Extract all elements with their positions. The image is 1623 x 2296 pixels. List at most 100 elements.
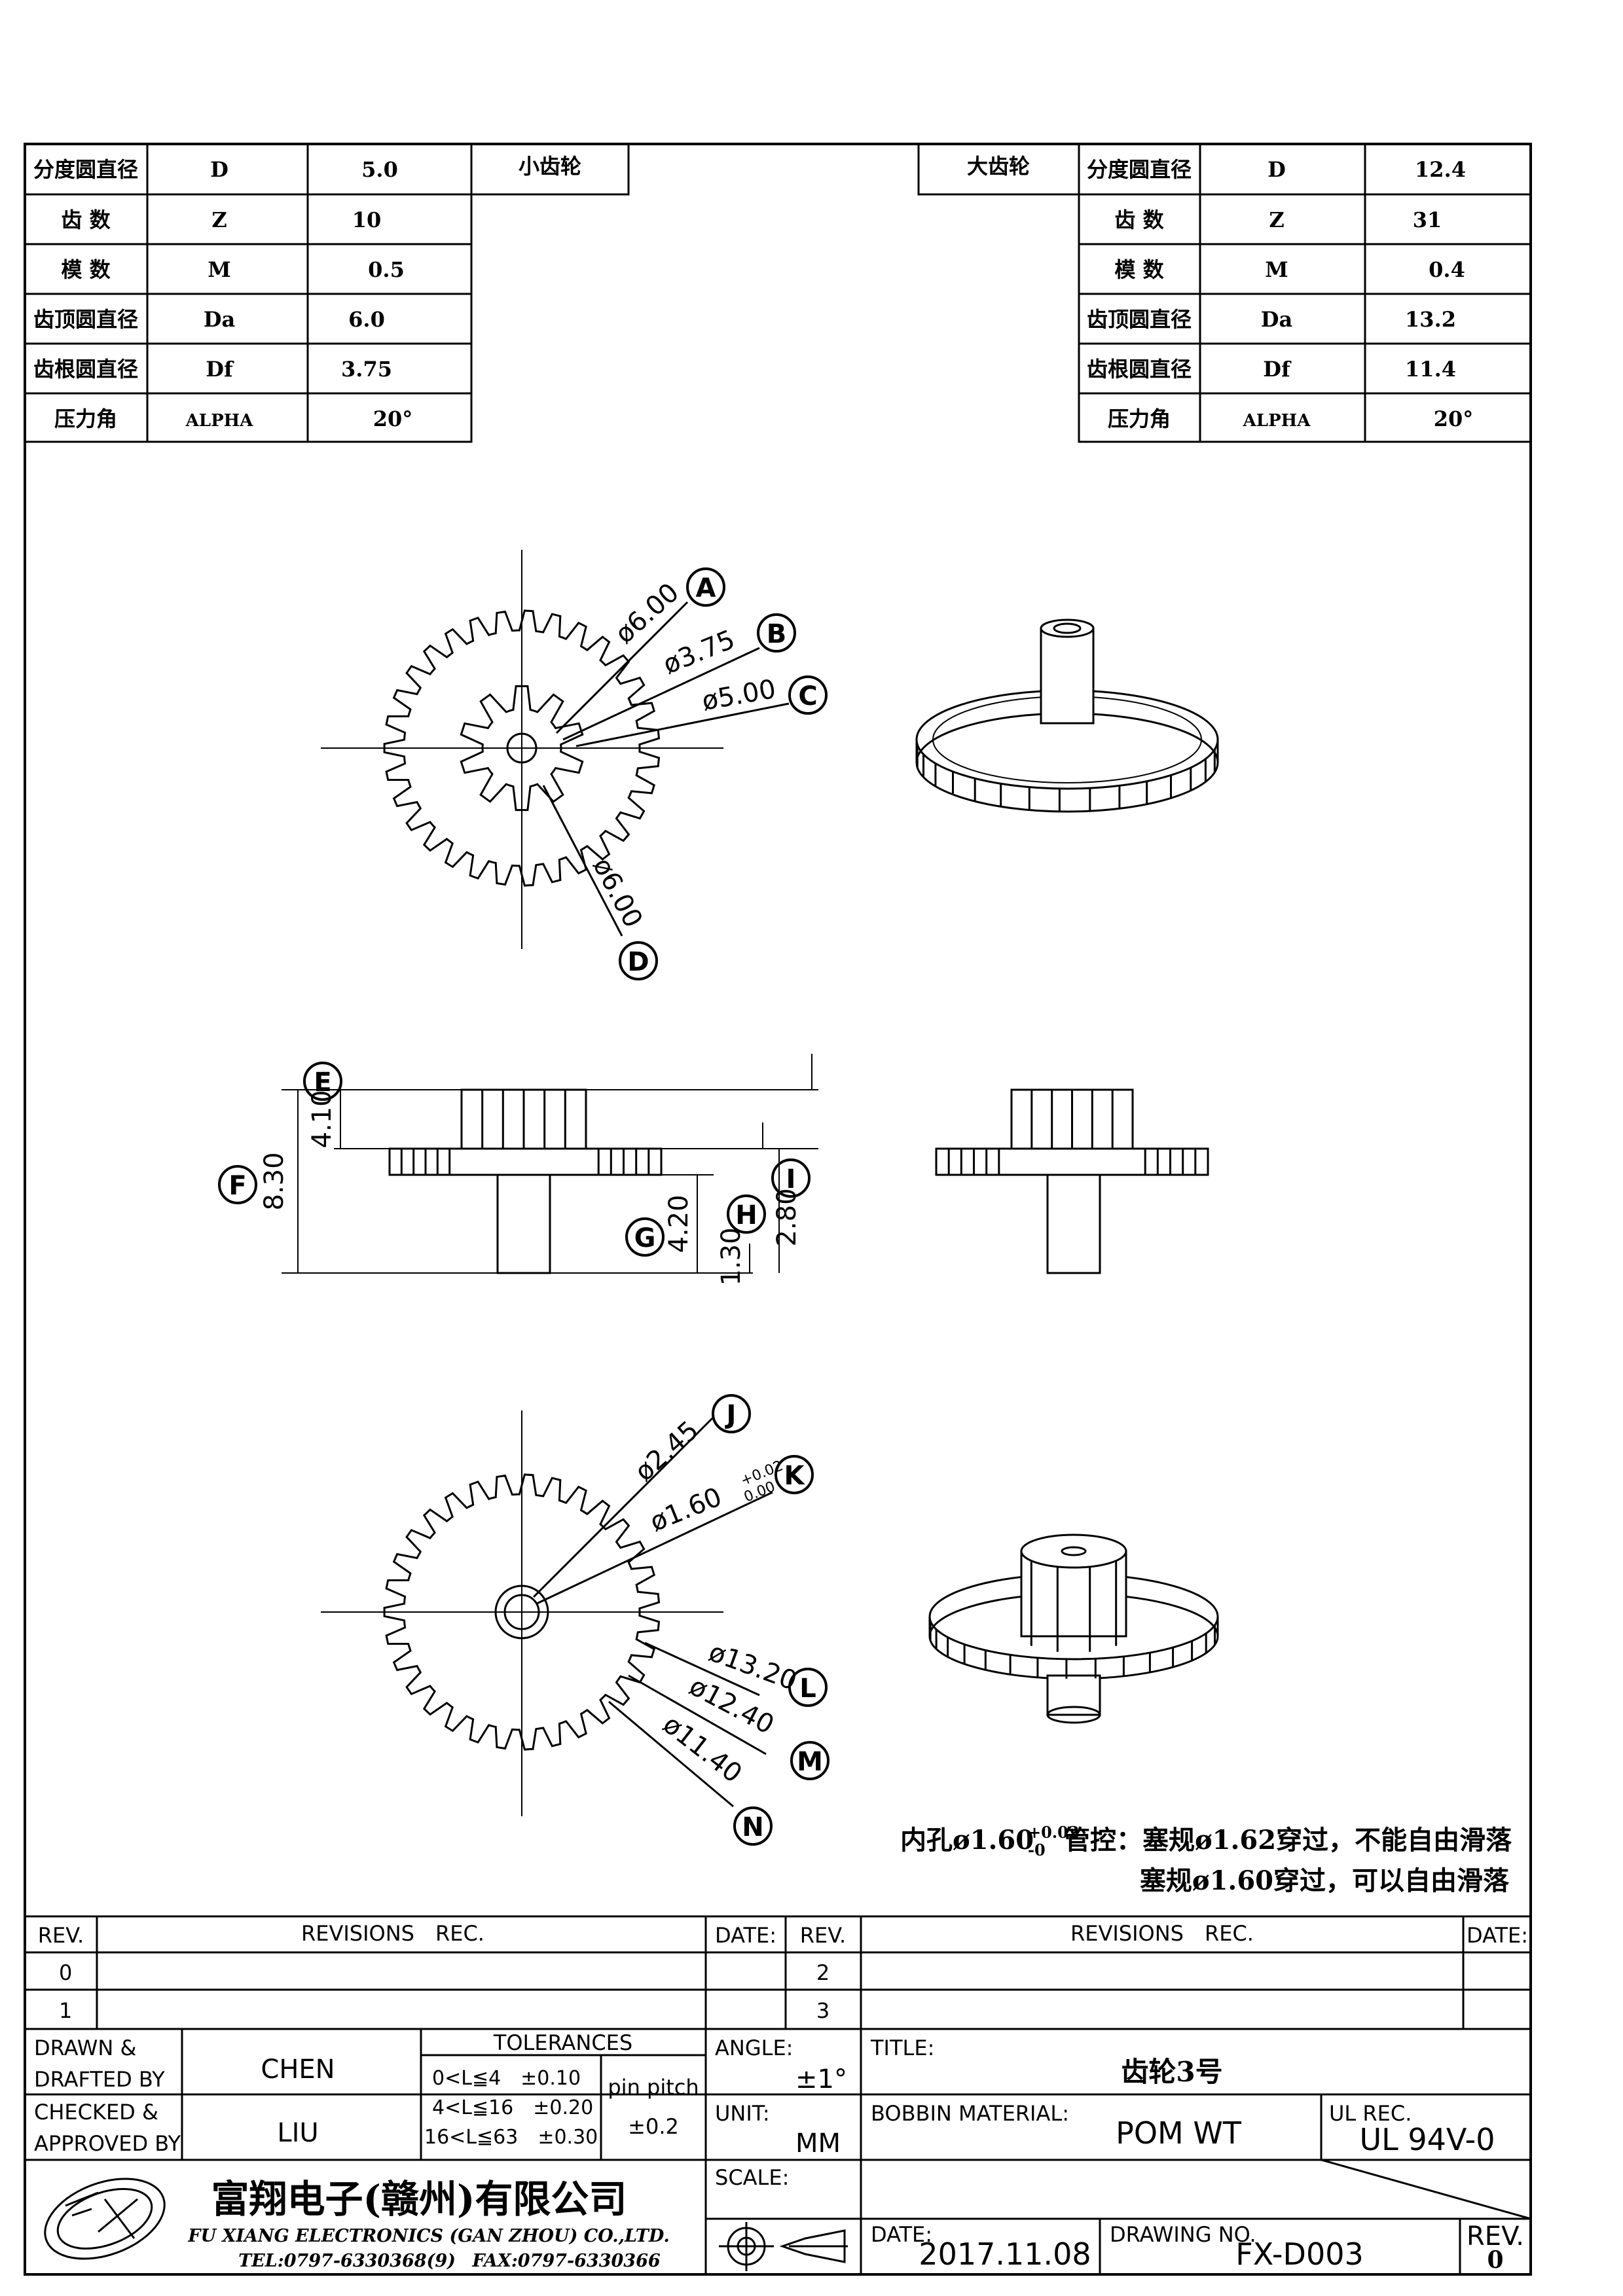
rev-left-0: 0 [59,1960,72,1985]
callout-A: A [686,567,725,607]
large-gear-row-value: 0.4 [1429,257,1465,282]
small-gear-row-symbol: D [210,157,228,182]
svg-text:F: F [228,1171,246,1201]
date-header-left: DATE: [715,1923,776,1948]
iso-view-2 [928,1534,1219,1724]
large-gear-table [917,143,1532,443]
callout-I: I [771,1158,811,1198]
large-gear-row-name: 分度圆直径 [1087,157,1192,182]
small-gear-row-name: 分度圆直径 [33,157,138,182]
svg-text:H: H [735,1200,757,1230]
callout-N: N [733,1806,773,1846]
small-gear-row-symbol: Z [211,207,227,232]
svg-text:G: G [634,1223,656,1253]
large-gear-row-name: 齿 数 [1114,207,1164,232]
iso-view-1 [915,619,1219,813]
callout-H: H [727,1194,766,1234]
company-logo [44,2178,166,2260]
large-gear-row-name: 齿根圆直径 [1087,357,1192,382]
title-label: TITLE: [870,2036,934,2060]
small-gear-row-value: 6.0 [348,307,385,332]
drawing-no-label: DRAWING NO. [1110,2222,1256,2247]
large-gear-row-name: 齿顶圆直径 [1087,307,1192,332]
title-block-lines [25,1915,1531,2274]
material-value: POM WT [1116,2115,1242,2151]
small-gear-label: 小齿轮 [519,154,581,179]
small-gear-row-name: 齿根圆直径 [33,357,138,382]
rev-right-3: 3 [816,1998,830,2023]
drawn-by: CHEN [261,2054,335,2085]
small-gear-row-value: 5.0 [361,157,398,182]
dim-D: ø6.00 [587,853,648,933]
svg-text:A: A [696,573,716,603]
large-gear-row-symbol: Da [1261,307,1292,332]
gear-outline-large [383,609,661,887]
dim-C: ø5.00 [700,674,778,717]
small-gear-row-symbol: Df [206,357,234,382]
projection-symbol [719,2222,848,2271]
leader-line [562,647,760,741]
svg-text:C: C [798,681,817,711]
svg-text:J: J [725,1400,737,1430]
small-gear-row-symbol: Da [204,307,235,332]
large-gear-row-symbol: D [1267,157,1286,182]
leader-line [608,1700,734,1808]
svg-text:B: B [767,619,787,649]
small-gear-row-name: 模 数 [61,257,111,282]
front-view-dims: 4.10 8.30 4.20 1.30 2.80 [259,1090,802,1285]
large-gear-row-value: 11.4 [1405,357,1456,382]
callout-D: D [619,941,658,980]
tol-row-1: 0<L≦4 ±0.10 [432,2067,581,2090]
callout-L: L [788,1668,828,1707]
large-gear-row-value: 13.2 [1405,307,1456,332]
svg-text:N: N [742,1812,763,1842]
small-gear-row-value: 20° [373,406,413,431]
tol-row-3: 16<L≦63 ±0.30 [424,2126,598,2149]
callout-J: J [712,1394,751,1433]
ul-label: UL REC. [1329,2101,1412,2126]
inspection-note: 内孔ø1.60 +0.02 -0 管控：塞规ø1.62穿过，不能自由滑落 塞规ø… [900,1823,1512,1896]
material-label: BOBBIN MATERIAL: [871,2101,1069,2126]
dim-A: ø6.00 [610,577,685,649]
angle-label: ANGLE: [715,2036,793,2060]
sheet-border [24,143,1532,2276]
company-en: FU XIANG ELECTRONICS (GAN ZHOU) CO.,LTD. [187,2226,669,2246]
large-gear-row-symbol: Df [1263,357,1292,382]
small-gear-rows: 分度圆直径 D 5.0 齿 数 Z 10 模 数 M 0.5 齿顶圆直径 Da … [33,157,412,431]
angle-value: ±1° [795,2064,847,2094]
pin-pitch-label: pin pitch [608,2075,699,2100]
large-gear-row-name: 压力角 [1108,406,1171,431]
top-view [321,550,790,949]
company-tel: TEL:0797-6330368(9) [238,2251,456,2271]
note-line-1-tol-upper: +0.02 [1028,1823,1080,1842]
scale-label: SCALE: [715,2165,789,2190]
large-gear-row-value: 20° [1434,406,1474,431]
date-header-right: DATE: [1467,1923,1528,1948]
unit-label: UNIT: [715,2101,770,2126]
leader-line [532,1416,715,1598]
small-gear-row-symbol: M [208,257,230,282]
note-line-2: 塞规ø1.60穿过，可以自由滑落 [1140,1865,1510,1896]
large-gear-row-symbol: Z [1269,207,1284,232]
revisions-header-right: REVISIONS REC. [1070,1921,1254,1946]
dim-B: ø3.75 [659,624,740,680]
small-gear-row-symbol: ALPHA [185,411,254,431]
title-block-text: REV. REVISIONS REC. DATE: REV. REVISIONS… [34,1921,1528,2274]
svg-text:K: K [784,1461,806,1491]
large-gear-row-value: 12.4 [1415,157,1466,182]
small-gear-row-name: 压力角 [54,406,117,431]
callout-K: K [775,1455,814,1494]
rev-header: REV. [38,1923,84,1948]
svg-text:E: E [314,1067,331,1098]
small-gear-row-value: 10 [352,207,382,232]
large-gear-row-name: 模 数 [1114,257,1164,282]
rev-right-2: 2 [816,1960,830,1985]
leader-line [644,1641,760,1696]
callout-E: E [303,1062,342,1101]
front-view [282,1054,818,1274]
top-view-dims: ø6.00 ø3.75 ø5.00 ø6.00 [587,577,778,933]
callout-G: G [625,1217,665,1257]
bottom-view [321,1410,773,1816]
callouts: A B C D E F G H I J K L M N [218,567,830,1846]
rev-header-right: REV. [800,1923,846,1948]
